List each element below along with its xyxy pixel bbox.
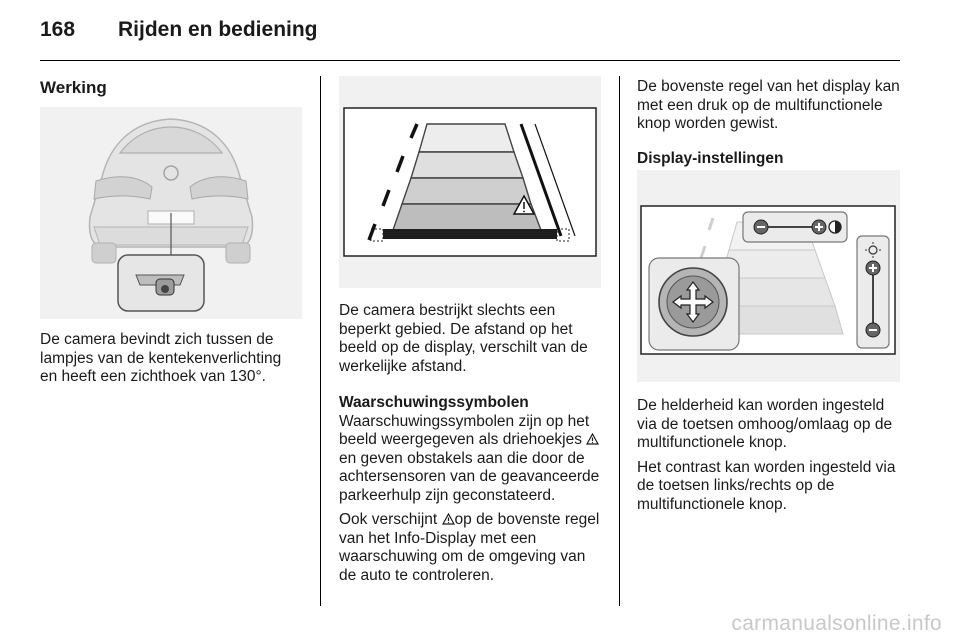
header-divider [40, 60, 900, 61]
car-rear-illustration [40, 107, 302, 319]
column-divider-2 [619, 76, 620, 606]
column-divider-1 [320, 76, 321, 606]
car-rear-camera-figure [40, 107, 302, 319]
info-display-warning-paragraph: Ook verschijnt op de bovenste regel van … [339, 511, 605, 585]
subheading-waarschuwingssymbolen: Waarschuwingssymbolen [339, 394, 529, 411]
page-title: Rijden en bediening [118, 18, 318, 41]
warning-symbols-text-a: Waarschuwingssymbolen zijn op het beeld … [339, 412, 590, 449]
page-header: 168 Rijden en bediening [40, 18, 900, 60]
info-display-text-b: op de bovenste regel van het Info-Displa… [339, 511, 600, 584]
camera-position-paragraph: De camera bevindt zich tussen de lampjes… [40, 331, 282, 385]
info-display-text-a: Ook verschijnt [339, 511, 438, 528]
camera-range-paragraph: De camera bestrijkt slechts een beperkt … [339, 302, 588, 375]
camera-view-diagram [339, 76, 601, 288]
footer-watermark: carmanualsonline.info [731, 612, 942, 635]
subheading-display-instellingen: Display-instellingen [637, 149, 784, 167]
column-3-top-text: De bovenste regel van het display kan me… [637, 78, 903, 168]
warning-symbols-text-b: en geven obstakels aan die door de achte… [339, 449, 600, 504]
warning-symbols-paragraph: Waarschuwingssymbolen zijn op het beeld … [339, 413, 605, 506]
column-3-bottom-text: De helderheid kan worden ingesteld via d… [637, 397, 907, 514]
camera-view-figure [339, 76, 601, 288]
section-heading-werking: Werking [40, 78, 107, 97]
warning-triangle-icon [586, 433, 600, 445]
display-settings-diagram [637, 170, 900, 382]
warning-triangle-icon [441, 513, 455, 525]
page-number: 168 [40, 18, 76, 41]
column-2-text: De camera bestrijkt slechts een beperkt … [339, 302, 605, 585]
display-settings-figure [637, 170, 900, 382]
brightness-paragraph: De helderheid kan worden ingesteld via d… [637, 397, 893, 451]
contrast-paragraph: Het contrast kan worden ingesteld via de… [637, 458, 896, 513]
column-1-text: De camera bevindt zich tussen de lampjes… [40, 331, 302, 387]
display-clear-paragraph: De bovenste regel van het display kan me… [637, 78, 900, 132]
